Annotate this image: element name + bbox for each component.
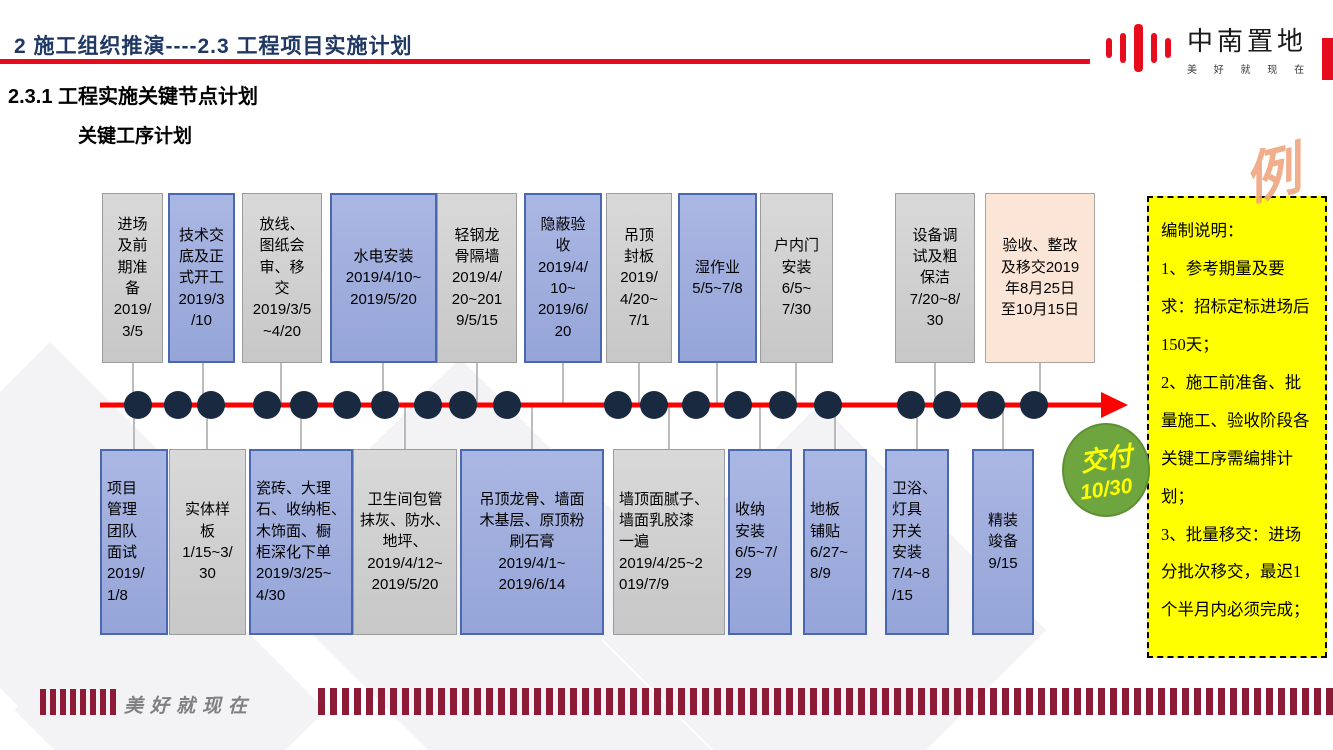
task-label: 设备调 试及粗 保洁 7/20~8/ 30: [909, 226, 961, 329]
task-label: 技术交 底及正 式开工 2019/3 /10: [178, 226, 225, 329]
task-box-bottom-9: 卫浴、 灯具 开关 安装 7/4~8 /15: [885, 449, 949, 635]
task-label: 吊顶龙骨、墙面 木基层、原顶粉 刷石膏 2019/4/1~ 2019/6/14: [479, 490, 585, 593]
task-box-bottom-4: 卫生间包管 抹灰、防水、 地坪、 2019/4/12~ 2019/5/20: [353, 449, 457, 635]
subsection-title: 关键工序计划: [78, 126, 193, 147]
footer-bars-right: [318, 688, 1333, 715]
task-label: 项目 管理 团队 面试 2019/ 1/8: [107, 480, 145, 604]
task-box-bottom-2: 实体样 板 1/15~3/ 30: [169, 449, 246, 635]
task-label: 瓷砖、大理 石、收纳柜、 木饰面、橱 柜深化下单 2019/3/25~ 4/30: [256, 480, 347, 604]
header-edge-accent: [1322, 38, 1333, 80]
task-box-bottom-10: 精装 竣备 9/15: [972, 449, 1034, 635]
task-label: 墙顶面腻子、 墙面乳胶漆 一遍 2019/4/25~2 019/7/9: [619, 490, 710, 593]
task-label: 卫浴、 灯具 开关 安装 7/4~8 /15: [892, 480, 938, 604]
task-box-top-5: 轻钢龙 骨隔墙 2019/4/ 20~201 9/5/15: [437, 193, 517, 363]
task-label: 放线、 图纸会 审、移 交 2019/3/5 ~4/20: [252, 216, 312, 340]
task-box-bottom-8: 地板 铺贴 6/27~ 8/9: [803, 449, 867, 635]
task-label: 实体样 板 1/15~3/ 30: [182, 501, 233, 583]
task-box-bottom-6: 墙顶面腻子、 墙面乳胶漆 一遍 2019/4/25~2 019/7/9: [613, 449, 725, 635]
task-box-bottom-5: 吊顶龙骨、墙面 木基层、原顶粉 刷石膏 2019/4/1~ 2019/6/14: [460, 449, 604, 635]
task-box-bottom-3: 瓷砖、大理 石、收纳柜、 木饰面、橱 柜深化下单 2019/3/25~ 4/30: [249, 449, 353, 635]
company-logo: 中南置地 美 好 就 现 在: [1102, 18, 1311, 78]
task-label: 轻钢龙 骨隔墙 2019/4/ 20~201 9/5/15: [451, 226, 503, 329]
page-title: 2 施工组织推演----2.3 工程项目实施计划: [14, 35, 413, 58]
task-label: 进场 及前 期准 备 2019/ 3/5: [113, 216, 152, 340]
delivery-badge: 交付 10/30: [1062, 423, 1150, 517]
task-box-bottom-7: 收纳 安装 6/5~7/ 29: [728, 449, 792, 635]
task-box-top-11: 验收、整改 及移交2019 年8月25日 至10月15日: [985, 193, 1095, 363]
delivery-label: 交付: [1078, 440, 1135, 477]
notes-panel: 编制说明： 1、参考期量及要求：招标定标进场后150天； 2、施工前准备、批量施…: [1147, 196, 1327, 658]
soundwave-bars-icon: [1102, 18, 1175, 78]
task-box-top-8: 湿作业 5/5~7/8: [678, 193, 757, 363]
header-underline: [0, 59, 1090, 64]
task-label: 水电安装 2019/4/10~ 2019/5/20: [345, 248, 422, 308]
task-box-top-10: 设备调 试及粗 保洁 7/20~8/ 30: [895, 193, 975, 363]
notes-item-1: 1、参考期量及要求：招标定标进场后150天；: [1161, 258, 1310, 354]
notes-item-2: 2、施工前准备、批量施工、验收阶段各关键工序需编排计划；: [1161, 372, 1310, 506]
notes-item-3: 3、批量移交：进场分批次移交，最迟1个半月内必须完成；: [1161, 524, 1310, 620]
notes-title: 编制说明：: [1161, 221, 1244, 240]
logo-company-name: 中南置地: [1187, 25, 1308, 56]
task-label: 隐蔽验 收 2019/4/ 10~ 2019/6/ 20: [537, 216, 589, 340]
task-box-top-7: 吊顶 封板 2019/ 4/20~ 7/1: [606, 193, 672, 363]
task-label: 验收、整改 及移交2019 年8月25日 至10月15日: [1000, 237, 1080, 319]
task-label: 收纳 安装 6/5~7/ 29: [735, 501, 778, 583]
task-box-top-6: 隐蔽验 收 2019/4/ 10~ 2019/6/ 20: [524, 193, 602, 363]
footer-slogan: 美好就现在: [124, 695, 255, 717]
logo-tagline: 美 好 就 现 在: [1187, 64, 1312, 76]
task-box-bottom-1: 项目 管理 团队 面试 2019/ 1/8: [100, 449, 168, 635]
task-label: 湿作业 5/5~7/8: [692, 258, 743, 297]
task-box-top-4: 水电安装 2019/4/10~ 2019/5/20: [330, 193, 437, 363]
task-label: 户内门 安装 6/5~ 7/30: [773, 237, 819, 319]
task-label: 吊顶 封板 2019/ 4/20~ 7/1: [620, 226, 658, 329]
task-box-top-3: 放线、 图纸会 审、移 交 2019/3/5 ~4/20: [242, 193, 322, 363]
task-box-top-2: 技术交 底及正 式开工 2019/3 /10: [168, 193, 235, 363]
task-box-top-1: 进场 及前 期准 备 2019/ 3/5: [102, 193, 163, 363]
section-title: 2.3.1 工程实施关键节点计划: [8, 86, 259, 108]
task-box-top-9: 户内门 安装 6/5~ 7/30: [760, 193, 833, 363]
task-label: 卫生间包管 抹灰、防水、 地坪、 2019/4/12~ 2019/5/20: [359, 490, 450, 593]
task-label: 地板 铺贴 6/27~ 8/9: [810, 501, 848, 583]
task-label: 精装 竣备 9/15: [987, 512, 1018, 572]
footer-bars-left: [40, 689, 118, 715]
